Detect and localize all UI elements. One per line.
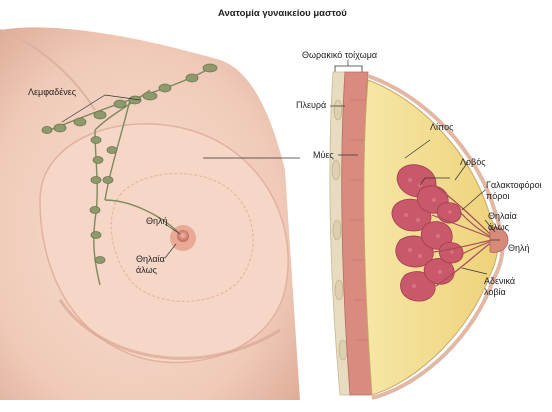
label-lobules: Αδενικά λοβία	[484, 276, 528, 298]
label-fat: Λίπος	[430, 122, 453, 133]
nipple-left	[177, 230, 189, 242]
label-nipple-left: Θηλή	[146, 216, 168, 227]
label-rib: Πλευρά	[296, 100, 326, 111]
front-view	[0, 27, 300, 400]
label-lymph-nodes: Λεμφαδένες	[28, 87, 76, 98]
chest-wall-bracket	[335, 66, 362, 72]
label-milk-ducts: Γαλακτοφόροι πόροι	[486, 180, 548, 202]
diagram-title: Ανατομία γυναικείου μαστού	[218, 8, 347, 19]
label-lobe: Λοβός	[460, 157, 486, 168]
label-nipple-right: Θηλή	[508, 243, 530, 254]
label-muscles: Μύες	[313, 150, 334, 161]
label-areola-right: Θηλαία άλως	[488, 211, 528, 233]
label-areola-left: Θηλαία άλως	[136, 254, 176, 276]
label-chest-wall: Θωρακικό τοίχωμα	[302, 50, 377, 61]
